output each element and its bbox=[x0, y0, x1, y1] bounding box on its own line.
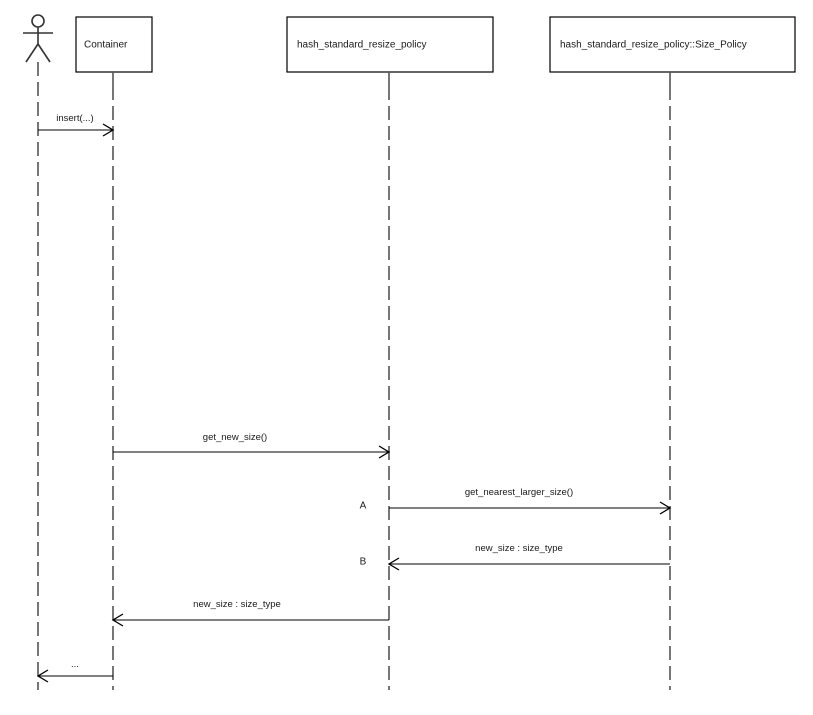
participant-label-container: Container bbox=[84, 40, 128, 51]
message-label-ellipsis-return-actor: ... bbox=[71, 659, 79, 670]
participant-box-size-policy bbox=[549, 16, 796, 73]
message-get-new-size[interactable]: get_new_size() bbox=[113, 432, 391, 459]
message-marker-a: A bbox=[360, 501, 367, 512]
arrowhead-icon-ellipsis-return-actor bbox=[36, 669, 49, 683]
participant-box-container bbox=[75, 16, 153, 73]
arrowhead-icon-new-size-return-policy bbox=[387, 557, 400, 571]
arrowhead-icon-new-size-return-container bbox=[111, 613, 124, 627]
message-get-nearest-larger-size[interactable]: get_nearest_larger_size() A bbox=[360, 487, 672, 515]
participant-resize-policy[interactable]: hash_standard_resize_policy bbox=[286, 16, 494, 690]
participant-size-policy[interactable]: hash_standard_resize_policy::Size_Policy bbox=[549, 16, 796, 690]
actor-leg-left bbox=[25, 43, 39, 63]
message-label-insert: insert(...) bbox=[56, 113, 93, 124]
message-label-new-size-return-container: new_size : size_type bbox=[193, 599, 281, 610]
actor-head-icon bbox=[31, 14, 45, 28]
participant-label-size-policy: hash_standard_resize_policy::Size_Policy bbox=[560, 40, 747, 51]
participant-box-resize-policy bbox=[286, 16, 494, 73]
message-label-new-size-return-policy: new_size : size_type bbox=[475, 543, 563, 554]
participant-container[interactable]: Container bbox=[75, 16, 153, 690]
arrowhead-icon-get-new-size bbox=[378, 445, 391, 459]
message-label-get-new-size: get_new_size() bbox=[203, 432, 267, 443]
message-new-size-return-policy[interactable]: new_size : size_type B bbox=[360, 543, 670, 571]
message-new-size-return-container[interactable]: new_size : size_type bbox=[111, 599, 389, 627]
actor-leg-right bbox=[37, 43, 51, 63]
arrowhead-icon-insert bbox=[102, 123, 115, 137]
participant-label-resize-policy: hash_standard_resize_policy bbox=[297, 40, 427, 51]
message-marker-b: B bbox=[360, 557, 367, 568]
message-label-get-nearest-larger-size: get_nearest_larger_size() bbox=[465, 487, 573, 498]
message-insert[interactable]: insert(...) bbox=[38, 113, 115, 137]
arrowhead-icon-get-nearest-larger-size bbox=[659, 501, 672, 515]
actor-figure[interactable] bbox=[23, 14, 53, 63]
message-ellipsis-return-actor[interactable]: ... bbox=[36, 659, 113, 683]
